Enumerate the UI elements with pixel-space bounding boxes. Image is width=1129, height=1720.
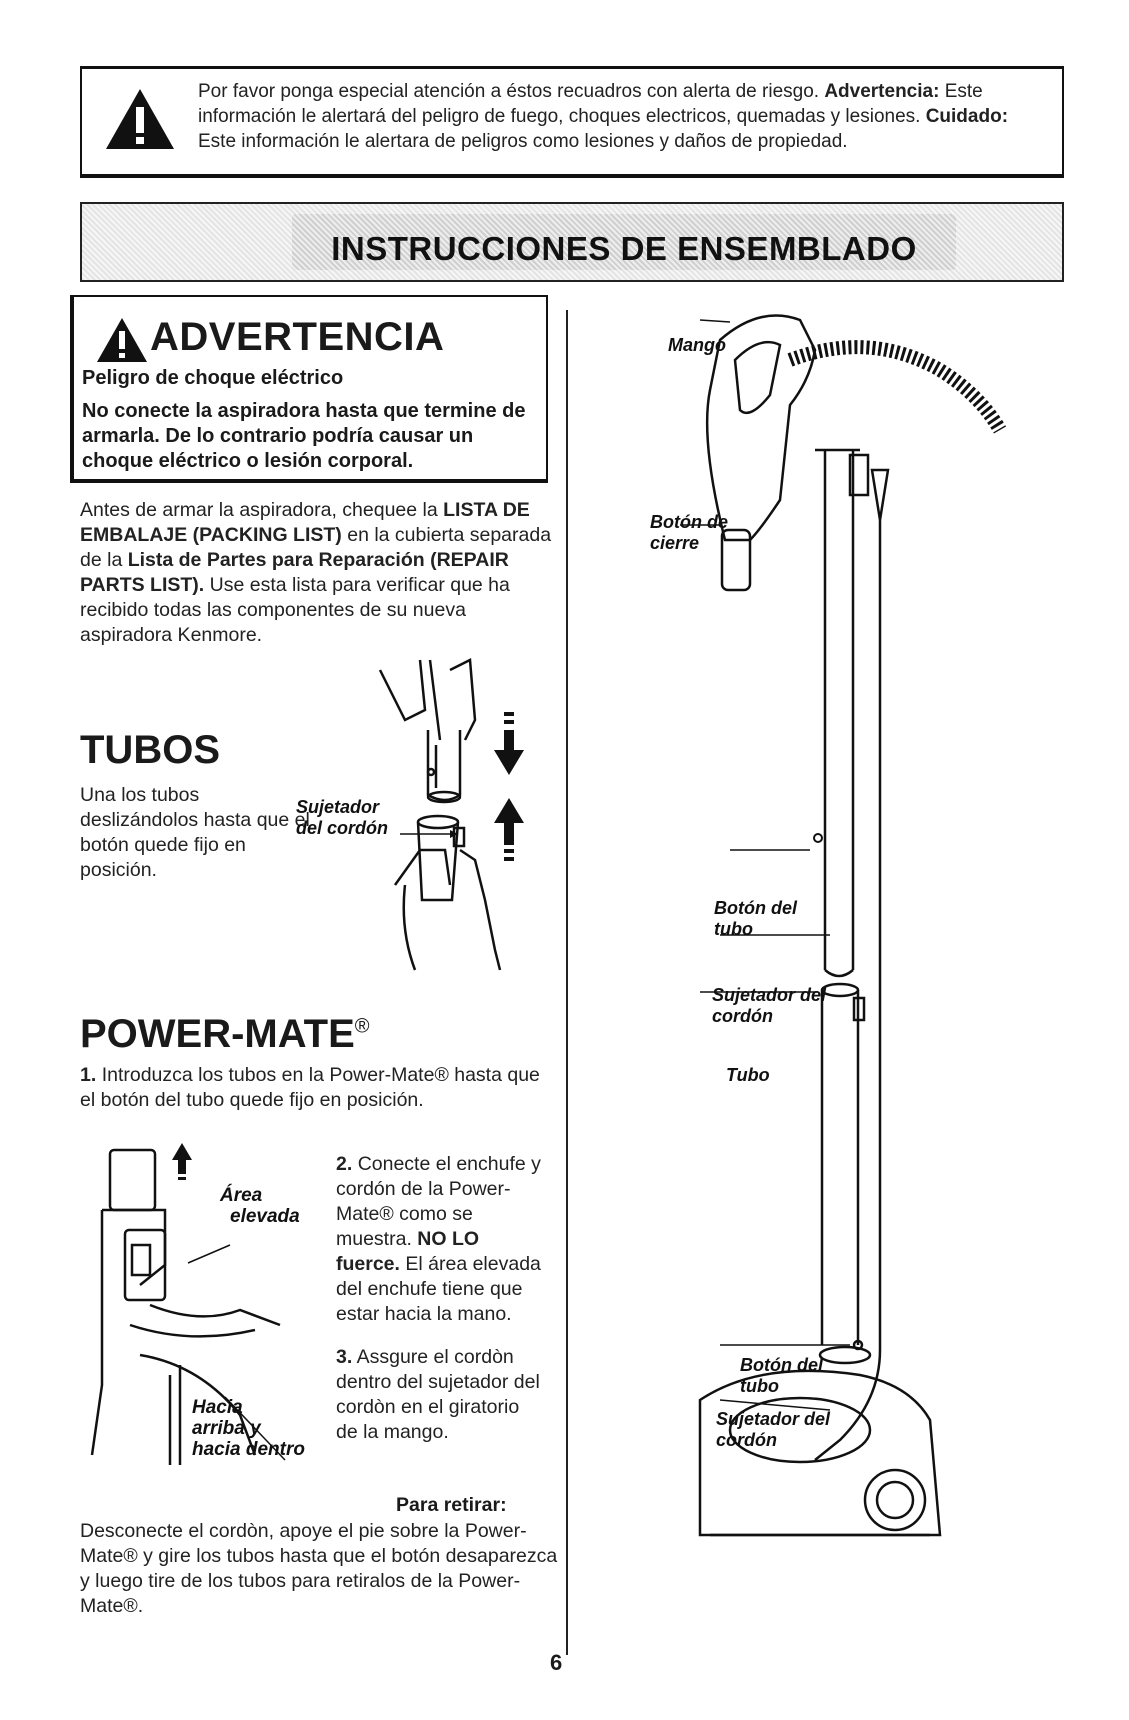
step-3: 3. Assgure el cordòn dentro del sujetado…: [336, 1346, 540, 1443]
label-boton-tubo-1: Botón del tubo: [714, 898, 797, 939]
label-mango: Mango: [668, 335, 726, 355]
tubos-heading: TUBOS: [80, 728, 220, 772]
vacuum-assembly-diagram: [680, 314, 1007, 1537]
label-boton-cierre: Botón de cierre: [650, 512, 728, 553]
section-title: INSTRUCCIONES DE ENSEMBLADO: [331, 230, 917, 267]
tubos-body: Una los tubos deslizándolos hasta que el…: [80, 784, 310, 881]
label-tubo: Tubo: [726, 1065, 770, 1085]
warning-triangle-icon: [106, 89, 174, 149]
powermate-heading: POWER-MATE®: [80, 1012, 370, 1056]
warning-triangle-icon: [97, 318, 147, 362]
label-sujetador-2: Sujetador del cordón: [716, 1409, 831, 1450]
warning-body: No conecte la aspiradora hasta que termi…: [82, 400, 526, 472]
callout-area-elevada: Área elevada: [220, 1185, 300, 1227]
step-2: 2. Conecte el enchufe y cordón de la Pow…: [336, 1153, 541, 1325]
column-divider: [566, 310, 568, 1655]
remove-body: Desconecte el cordòn, apoye el pie sobre…: [80, 1520, 558, 1617]
callout-sujetador-cordon: Sujetador del cordón: [296, 797, 389, 838]
plug-connection-illustration: [90, 1143, 286, 1465]
page-number: 6: [550, 1650, 563, 1675]
tube-assembly-illustration: [378, 658, 524, 971]
warning-hazard: Peligro de choque eléctrico: [82, 367, 344, 389]
callout-hacia-arriba: Hacia arriba y hacia dentro: [192, 1397, 305, 1460]
label-boton-tubo-2: Botón del tubo: [740, 1355, 823, 1396]
warning-title: ADVERTENCIA: [150, 315, 445, 359]
label-sujetador-1: Sujetador del cordón: [712, 985, 827, 1026]
intro-paragraph: Antes de armar la aspiradora, chequee la…: [80, 499, 552, 646]
alert-text: Por favor ponga especial atención a ésto…: [198, 81, 1009, 152]
section-banner: INSTRUCCIONES DE ENSEMBLADO: [80, 202, 1064, 282]
warning-box: ADVERTENCIA Peligro de choque eléctrico …: [70, 295, 548, 483]
advertencia-label: Advertencia:: [824, 81, 940, 102]
hazard-alert-box: Por favor ponga especial atención a ésto…: [80, 66, 1064, 178]
remove-label: Para retirar:: [396, 1494, 507, 1516]
step-1: 1. Introduzca los tubos en la Power-Mate…: [80, 1064, 540, 1111]
cuidado-label: Cuidado:: [925, 106, 1009, 127]
